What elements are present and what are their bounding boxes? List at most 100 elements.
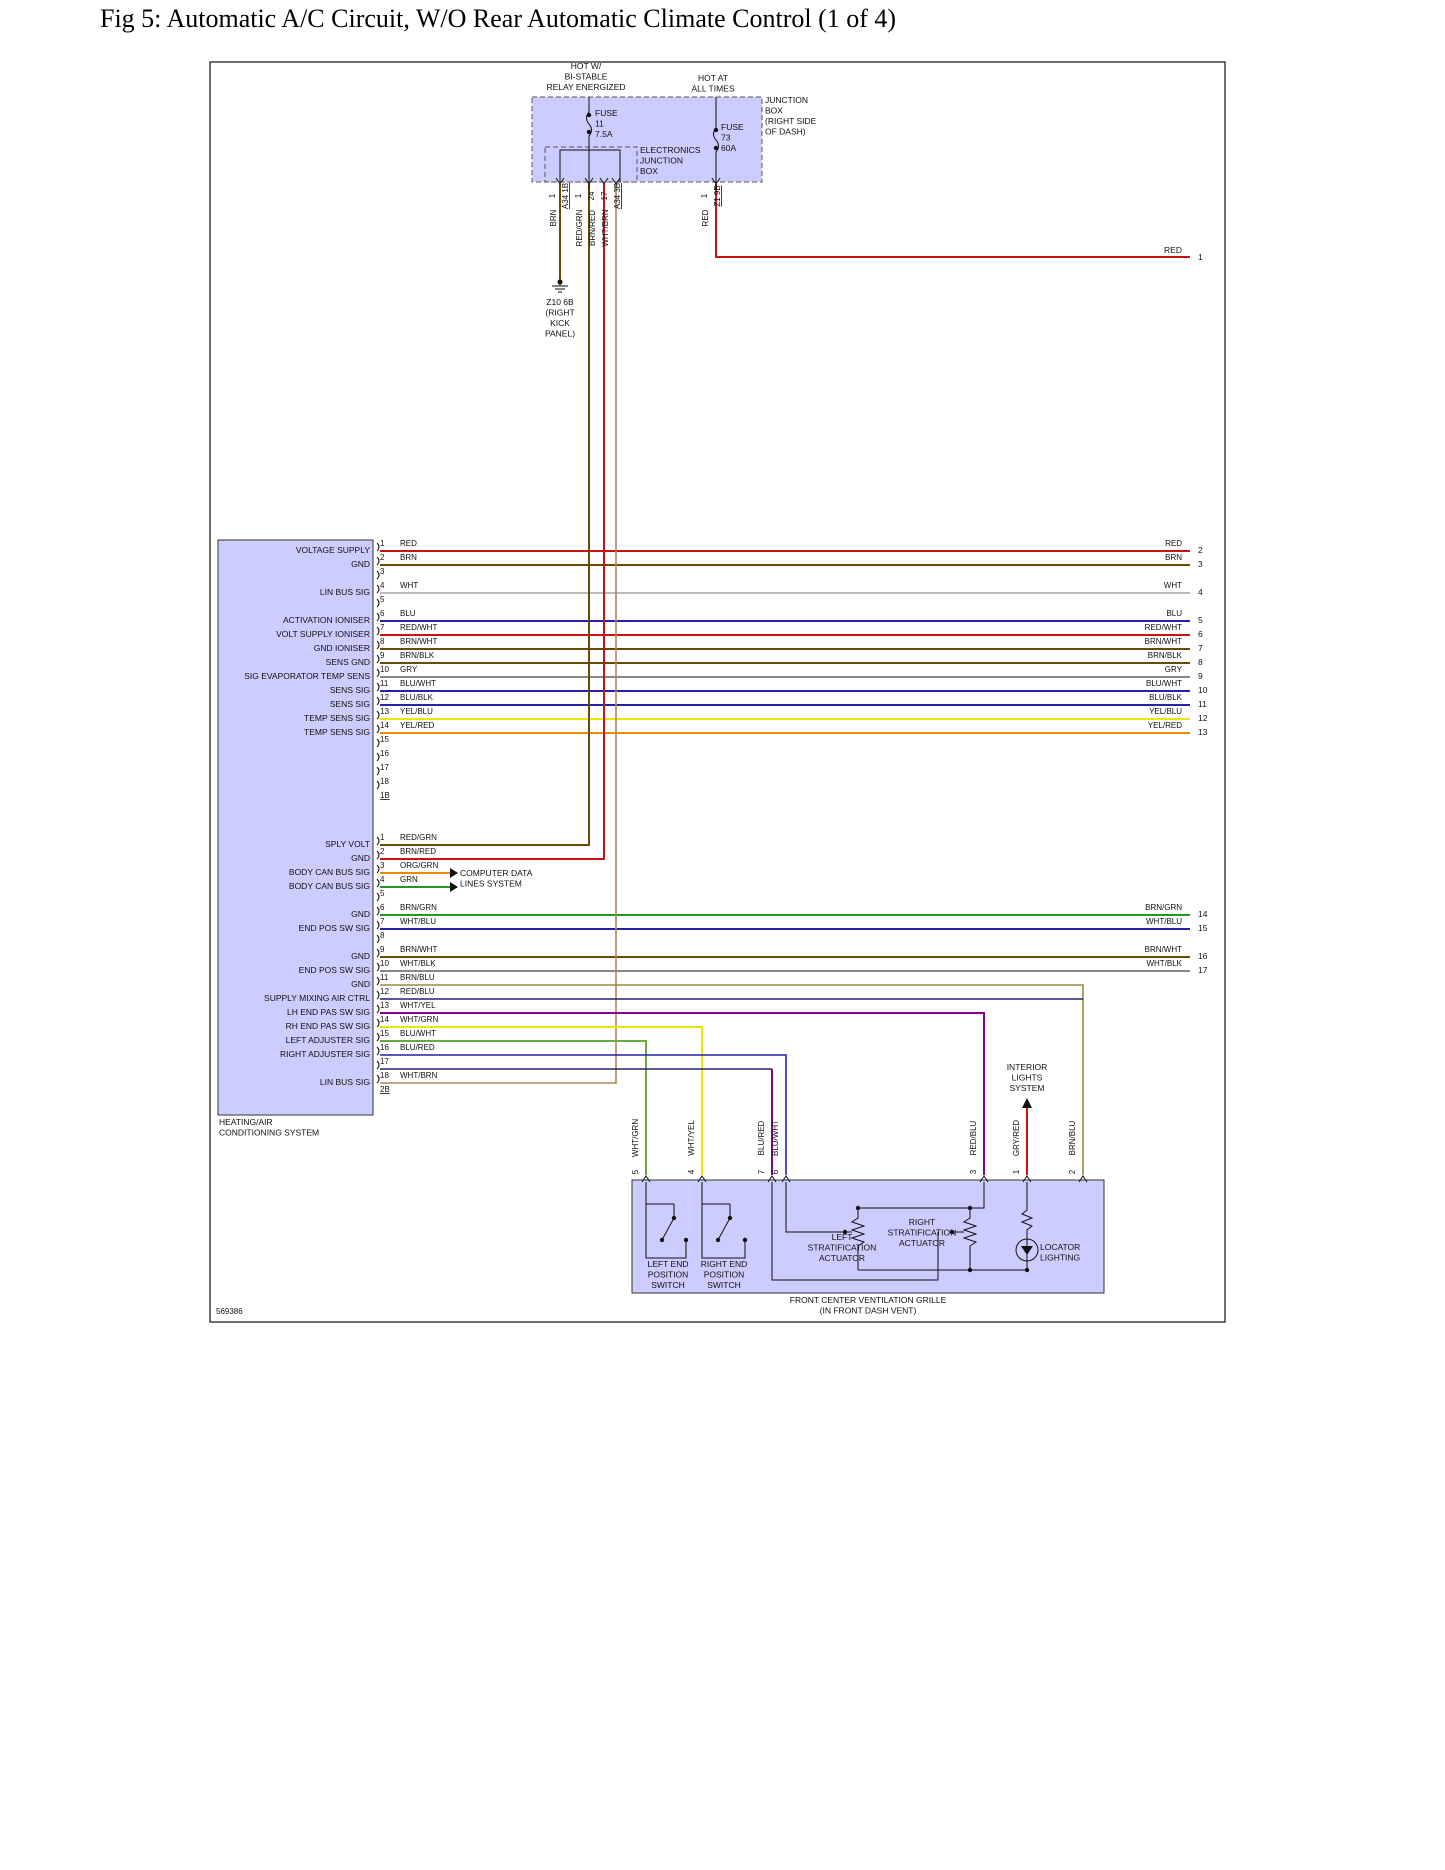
right-switch-circuit — [701, 1182, 746, 1259]
wire-ref: 7 — [1198, 643, 1203, 653]
right-actuator-label: ACTUATOR — [899, 1238, 945, 1248]
hvac-module-name: CONDITIONING SYSTEM — [219, 1128, 319, 1138]
pin-function-label: SENS GND — [326, 657, 370, 667]
wire-label: BRN — [1165, 553, 1182, 562]
wire-wht-yel — [380, 1012, 985, 1175]
wire-label: GRY — [400, 665, 418, 674]
connector-pin: 16 — [380, 749, 389, 758]
wire-label: RED/WHT — [1145, 623, 1182, 632]
left-switch-label: POSITION — [648, 1270, 689, 1280]
connector-pin: 13 — [380, 707, 389, 716]
hvac-module-name: HEATING/AIR — [219, 1117, 273, 1127]
junction-dot — [842, 1229, 848, 1235]
connector-pin: 9 — [380, 945, 385, 954]
wire-ref: 10 — [1198, 685, 1208, 695]
connector-pin: 17 — [380, 1057, 389, 1066]
connector-pin: 7 — [757, 1169, 766, 1174]
ground-label: KICK — [550, 318, 570, 328]
connector-pin: 5 — [631, 1169, 640, 1174]
right-actuator-label: RIGHT — [909, 1217, 935, 1227]
fuse-73-label: 73 — [721, 133, 731, 143]
pin-terminal — [376, 696, 380, 706]
wire-ref: 5 — [1198, 615, 1203, 625]
interior-lights-arrow — [1022, 1098, 1032, 1108]
left-switch-label: LEFT END — [648, 1259, 689, 1269]
wire-label: RED — [400, 539, 417, 548]
locator-label: LIGHTING — [1040, 1253, 1080, 1263]
wire-ref: 11 — [1198, 699, 1207, 709]
wire-label: WHT — [400, 581, 418, 590]
wire-label: BRN/WHT — [400, 637, 437, 646]
wire-label: WHT/BLK — [400, 959, 436, 968]
pin-terminal — [376, 780, 380, 790]
fuse-11-dot — [586, 129, 592, 135]
connector-id: A34 3B — [613, 183, 622, 209]
actuator-supply — [858, 1182, 985, 1209]
wire-label: GRN — [400, 875, 418, 884]
locator-label: LOCATOR — [1040, 1242, 1080, 1252]
wire-label: BLU — [400, 609, 416, 618]
page-title: Fig 5: Automatic A/C Circuit, W/O Rear A… — [100, 4, 897, 33]
wire-label: BRN/BLK — [400, 651, 435, 660]
left-switch-circuit — [645, 1182, 687, 1259]
junction-dot — [742, 1237, 748, 1243]
wire-ref: 3 — [1198, 559, 1203, 569]
connector-pin: 2 — [380, 847, 385, 856]
pin-function-label: GND — [351, 951, 370, 961]
connector-pin: 1 — [548, 193, 557, 198]
connector-pin: 11 — [380, 679, 389, 688]
pin-terminal — [376, 710, 380, 720]
fuse-11-dot — [586, 112, 592, 118]
wire-red-feed — [715, 184, 1190, 258]
pin-function-label: GND — [351, 979, 370, 989]
pin-terminal — [376, 906, 380, 916]
actuator-return — [771, 1182, 939, 1281]
electronics-junction-box — [544, 146, 638, 183]
pin-terminal — [376, 724, 380, 734]
wire-ref: 15 — [1198, 923, 1208, 933]
pin-terminal — [376, 1046, 380, 1056]
wire-label: WHT/BRN — [601, 209, 610, 247]
wire-ref: 2 — [1198, 545, 1203, 555]
locator-led — [1015, 1238, 1039, 1262]
connector-pin: 11 — [380, 973, 389, 982]
left-actuator-label: LEFT — [832, 1232, 853, 1242]
pin-terminal — [376, 962, 380, 972]
wire-blu-wht — [380, 1040, 647, 1175]
pin-function-label: BODY CAN BUS SIG — [289, 881, 370, 891]
can-label: LINES SYSTEM — [460, 879, 522, 889]
pin-function-label: END POS SW SIG — [299, 923, 370, 933]
wire-label: WHT/YEL — [687, 1120, 696, 1156]
wire-label: ORG/GRN — [400, 861, 438, 870]
connector-pin: 7 — [380, 623, 385, 632]
pin-terminal — [781, 1175, 791, 1183]
pin-terminal — [376, 878, 380, 888]
pin-terminal — [376, 556, 380, 566]
wire-label: BLU/WHT — [1146, 679, 1182, 688]
connector-pin: 14 — [380, 721, 389, 730]
pin-terminal — [376, 934, 380, 944]
ground-label: Z10 6B — [546, 297, 574, 307]
fuse-11-label: 7.5A — [595, 129, 613, 139]
pin-terminal — [376, 682, 380, 692]
pin-function-label: GND — [351, 909, 370, 919]
wire-label: RED/WHT — [400, 623, 437, 632]
locator-led-diode — [1021, 1246, 1033, 1255]
wire-label: BRN — [400, 553, 417, 562]
connector-pin: 15 — [380, 735, 389, 744]
pin-function-label: END POS SW SIG — [299, 965, 370, 975]
wire-label: WHT/BRN — [400, 1071, 438, 1080]
ground-symbol — [552, 282, 568, 293]
pin-terminal — [376, 1032, 380, 1042]
interior-lights-label: INTERIOR — [1007, 1062, 1048, 1072]
connector-pin: 8 — [380, 931, 385, 940]
junction-dot — [683, 1237, 689, 1243]
pin-function-label: LIN BUS SIG — [320, 587, 370, 597]
hot-all-times-label: ALL TIMES — [692, 84, 735, 94]
connector-pin: 5 — [380, 889, 385, 898]
fuse-73-dot — [713, 127, 719, 133]
pin-function-label: GND — [351, 853, 370, 863]
wire-label: GRY/RED — [1012, 1120, 1021, 1157]
wire-label: BLU/BLK — [400, 693, 434, 702]
